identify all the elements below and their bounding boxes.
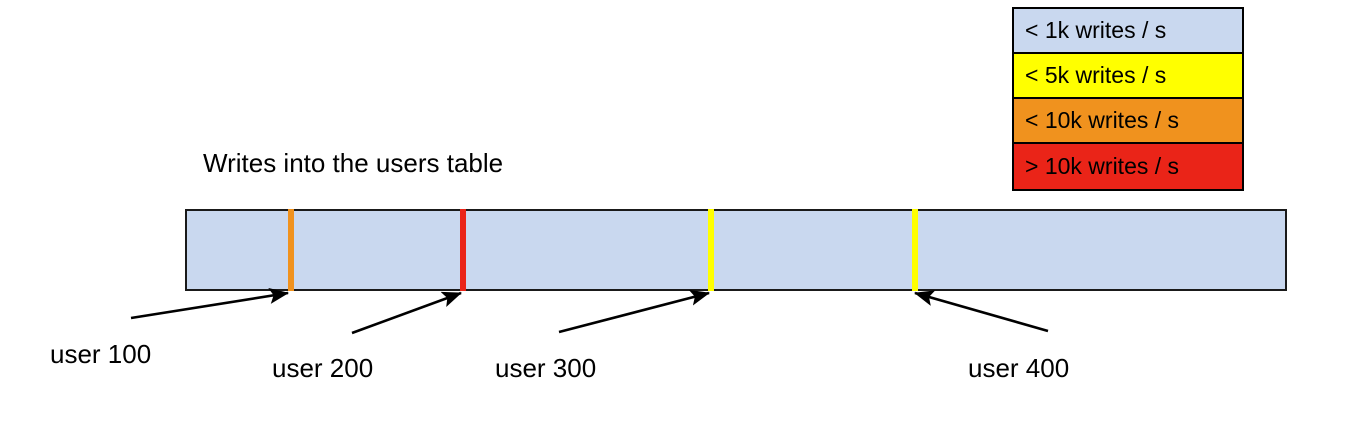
arrow-group xyxy=(130,287,1049,335)
callout-label-user-300: user 300 xyxy=(495,353,597,383)
legend-row-under-10k: < 10k writes / s xyxy=(1014,99,1242,144)
callout-label-user-100: user 100 xyxy=(50,339,152,369)
chart-title: Writes into the users table xyxy=(203,148,504,178)
user-300-marker xyxy=(708,209,714,291)
arrow-1 xyxy=(130,287,290,320)
legend-label-under-1k: < 1k writes / s xyxy=(1025,17,1167,43)
legend-label-under-10k: < 10k writes / s xyxy=(1025,107,1180,133)
callout-label-user-400: user 400 xyxy=(968,353,1070,383)
arrow-4 xyxy=(914,290,1049,333)
legend-row-under-1k: < 1k writes / s xyxy=(1014,9,1242,54)
user-100-marker xyxy=(288,209,294,291)
legend-label-under-5k: < 5k writes / s xyxy=(1025,62,1167,88)
callout-label-user-200: user 200 xyxy=(272,353,374,383)
arrow-3 xyxy=(558,289,711,334)
bar-background xyxy=(185,209,1287,291)
user-200-marker xyxy=(460,209,466,291)
arrow-2 xyxy=(351,291,462,335)
user-400-marker xyxy=(912,209,918,291)
legend: < 1k writes / s < 5k writes / s < 10k wr… xyxy=(1012,7,1244,191)
legend-label-over-10k: > 10k writes / s xyxy=(1025,153,1180,179)
users-table-bar xyxy=(185,209,1287,291)
legend-row-over-10k: > 10k writes / s xyxy=(1014,144,1242,189)
legend-row-under-5k: < 5k writes / s xyxy=(1014,54,1242,99)
